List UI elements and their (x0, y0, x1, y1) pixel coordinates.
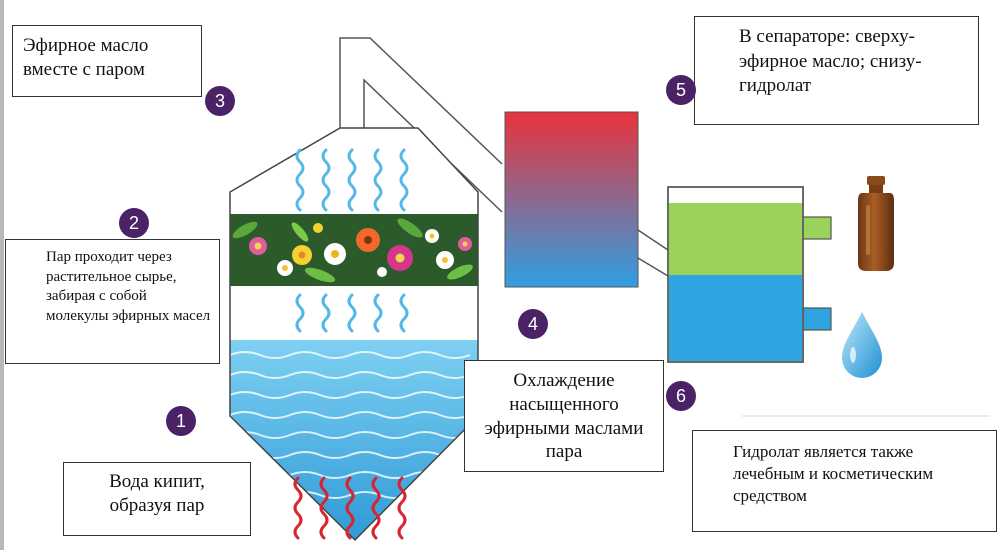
step-badge-1: 1 (166, 406, 196, 436)
flower-icon (232, 218, 473, 283)
plant-material-layer (230, 214, 478, 286)
label-box-step4: Охлаждение насыщенного эфирными маслами … (464, 360, 664, 472)
label-box-step5: В сепараторе: сверху-эфирное масло; сниз… (694, 16, 979, 125)
label-box-step1: Вода кипит, образуя пар (63, 462, 251, 536)
step5-label-text: В сепараторе: сверху-эфирное масло; сниз… (739, 26, 922, 97)
step3-label-text: Эфирное масло вместе с паром (23, 35, 149, 80)
step-badge-5: 5 (666, 75, 696, 105)
water-drop-icon (842, 312, 882, 378)
label-box-step3: Эфирное масло вместе с паром (12, 25, 202, 97)
page-border (0, 0, 4, 550)
separator (667, 186, 832, 363)
step-badge-4: 4 (518, 309, 548, 339)
condensate-pipe (637, 229, 669, 277)
step2-label-text: Пар проходит через растительное сырье, з… (46, 249, 211, 324)
label-box-step6: Гидролат является также лечебным и косме… (692, 430, 997, 532)
step6-label-text: Гидролат является также лечебным и косме… (733, 442, 934, 506)
step-badge-2: 2 (119, 208, 149, 238)
step-badge-6: 6 (666, 381, 696, 411)
steam-wave-icon (295, 148, 409, 333)
water-ripples (230, 351, 471, 499)
step-badge-3: 3 (205, 86, 235, 116)
heat-wave-icon (293, 476, 407, 540)
oil-bottle-icon (858, 176, 894, 271)
label-box-step2: Пар проходит через растительное сырье, з… (5, 239, 220, 364)
condenser (504, 111, 639, 288)
step1-label-text: Вода кипит, образуя пар (109, 471, 205, 516)
step4-label-text: Охлаждение насыщенного эфирными маслами … (484, 370, 644, 463)
